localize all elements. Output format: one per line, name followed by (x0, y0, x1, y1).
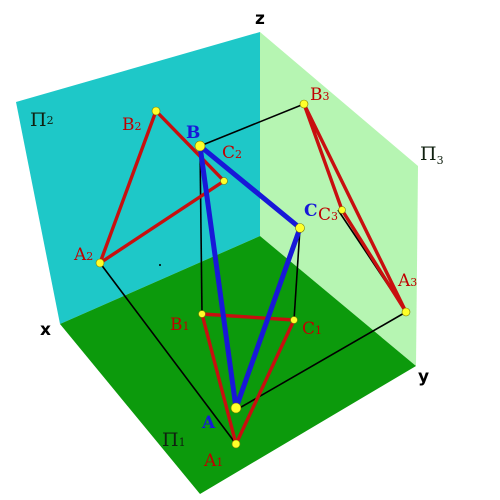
point-label-a: A (201, 413, 216, 433)
point-label-b1: B1 (170, 315, 190, 335)
point-label-b2: B2 (122, 115, 142, 135)
point-label-c3: C3 (318, 205, 338, 225)
point-label-c2: C2 (222, 143, 242, 163)
dot-c1 (290, 316, 298, 324)
axis-label-x: x (40, 320, 51, 340)
point-label-a1: A1 (203, 451, 223, 471)
dot-b2 (151, 106, 161, 116)
axis-label-y: y (418, 367, 429, 387)
dot-c3 (338, 206, 346, 214)
dot-a1 (231, 439, 241, 449)
plane-label-pi3: Π3 (420, 143, 444, 167)
point-label-c: C (304, 201, 318, 221)
triangle-projection-pi1 (200, 312, 296, 446)
dot-c (295, 223, 305, 233)
dot-a (230, 402, 242, 414)
triangle-projection-pi2 (98, 109, 226, 265)
dot-a3 (401, 307, 411, 317)
link-a2-a1 (99, 262, 237, 445)
point-dots (95, 99, 411, 449)
dot-b3 (299, 99, 309, 109)
projection-lines (99, 103, 407, 445)
triangle-projection-pi3 (302, 102, 408, 314)
blue-triangle (197, 143, 303, 411)
dot-a2 (95, 258, 105, 268)
plane-label-pi1: Π1 (162, 429, 186, 451)
point-label-a3: A3 (397, 271, 417, 291)
axis-label-z: z (255, 9, 265, 29)
link-a3-a1 (235, 311, 407, 411)
link-b-b1 (199, 145, 203, 315)
dot-c2 (220, 177, 228, 185)
plane-frontal-pi2 (16, 32, 260, 324)
dot-b (194, 140, 206, 152)
link-c-c1 (293, 227, 301, 321)
point-label-b3: B3 (310, 85, 330, 105)
point-label-c1: C1 (302, 319, 322, 339)
point-label-a2: A2 (73, 245, 93, 265)
red-triangles (98, 102, 408, 446)
point-label-b: B (186, 123, 200, 143)
link-b2-b3 (199, 103, 305, 147)
plane-horizontal-pi1 (60, 236, 416, 494)
plane-label-pi2: Π2 (30, 109, 54, 131)
triangle-abc (197, 143, 303, 411)
dot-b1 (198, 310, 206, 318)
